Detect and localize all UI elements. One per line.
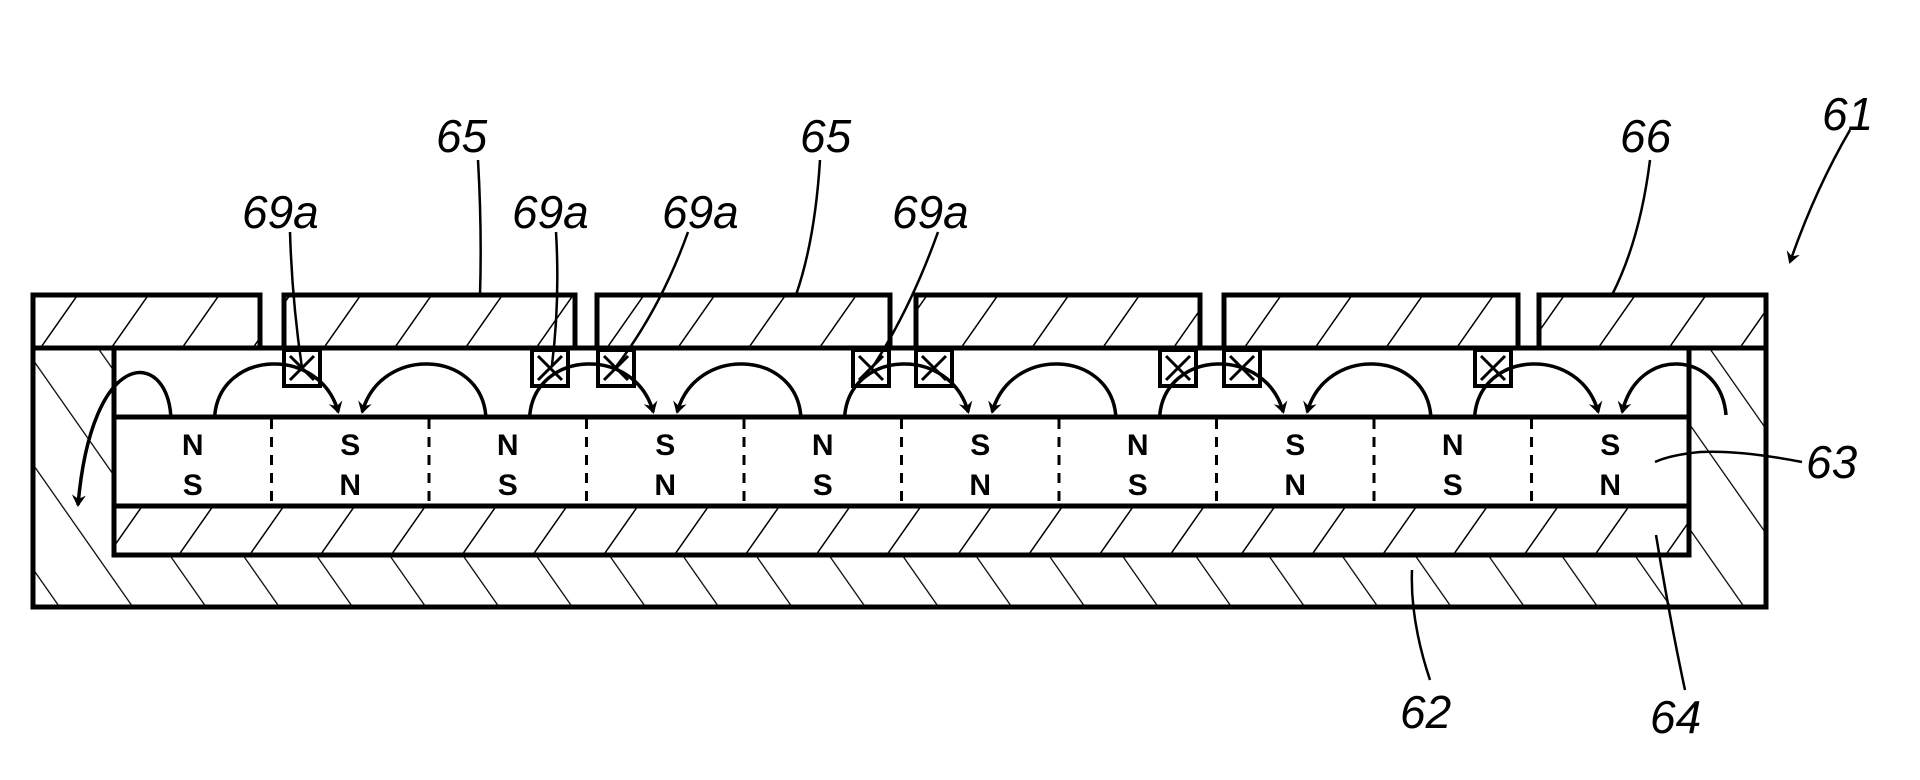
label-69a-1: 69a [242, 186, 319, 238]
pole-bottom: S [498, 469, 518, 502]
leader-65b [796, 160, 820, 295]
pole-top: S [340, 429, 360, 462]
plate [916, 295, 1200, 348]
label-64: 64 [1650, 691, 1701, 743]
backing-plate-64 [114, 506, 1689, 555]
plate-65 [284, 295, 575, 348]
label-62: 62 [1400, 686, 1451, 738]
flux-arrow [677, 364, 801, 415]
label-65a: 65 [436, 110, 488, 162]
pole-bottom: S [1128, 469, 1148, 502]
pole-bottom: N [339, 469, 361, 502]
pole-bottom: S [1443, 469, 1463, 502]
flux-arrow [1307, 364, 1431, 415]
label-69a-4: 69a [892, 186, 969, 238]
label-61: 61 [1822, 88, 1873, 140]
end-plate [33, 295, 260, 348]
pole-top: N [1127, 429, 1149, 462]
label-66: 66 [1620, 110, 1672, 162]
pole-top: N [497, 429, 519, 462]
pole-top: S [1600, 429, 1620, 462]
pole-top: N [182, 429, 204, 462]
pole-bottom: N [969, 469, 991, 502]
label-65b: 65 [800, 110, 852, 162]
end-plate-66 [1539, 295, 1766, 348]
plate [1224, 295, 1518, 348]
pole-top: S [970, 429, 990, 462]
label-63: 63 [1806, 436, 1858, 488]
pole-top: N [1442, 429, 1464, 462]
pole-bottom: S [813, 469, 833, 502]
flux-arrow [362, 364, 486, 415]
pole-top: N [812, 429, 834, 462]
label-69a-3: 69a [662, 186, 739, 238]
pole-bottom: N [1599, 469, 1621, 502]
pole-bottom: S [183, 469, 203, 502]
flux-arrow [992, 364, 1116, 415]
leader-61-arrow [1790, 130, 1850, 262]
pole-bottom: N [654, 469, 676, 502]
leader-65a [478, 160, 481, 295]
plate-65 [597, 295, 890, 348]
pole-bottom: N [1284, 469, 1306, 502]
label-69a-2: 69a [512, 186, 589, 238]
pole-top: S [1285, 429, 1305, 462]
leader-66 [1612, 160, 1650, 295]
pole-top: S [655, 429, 675, 462]
